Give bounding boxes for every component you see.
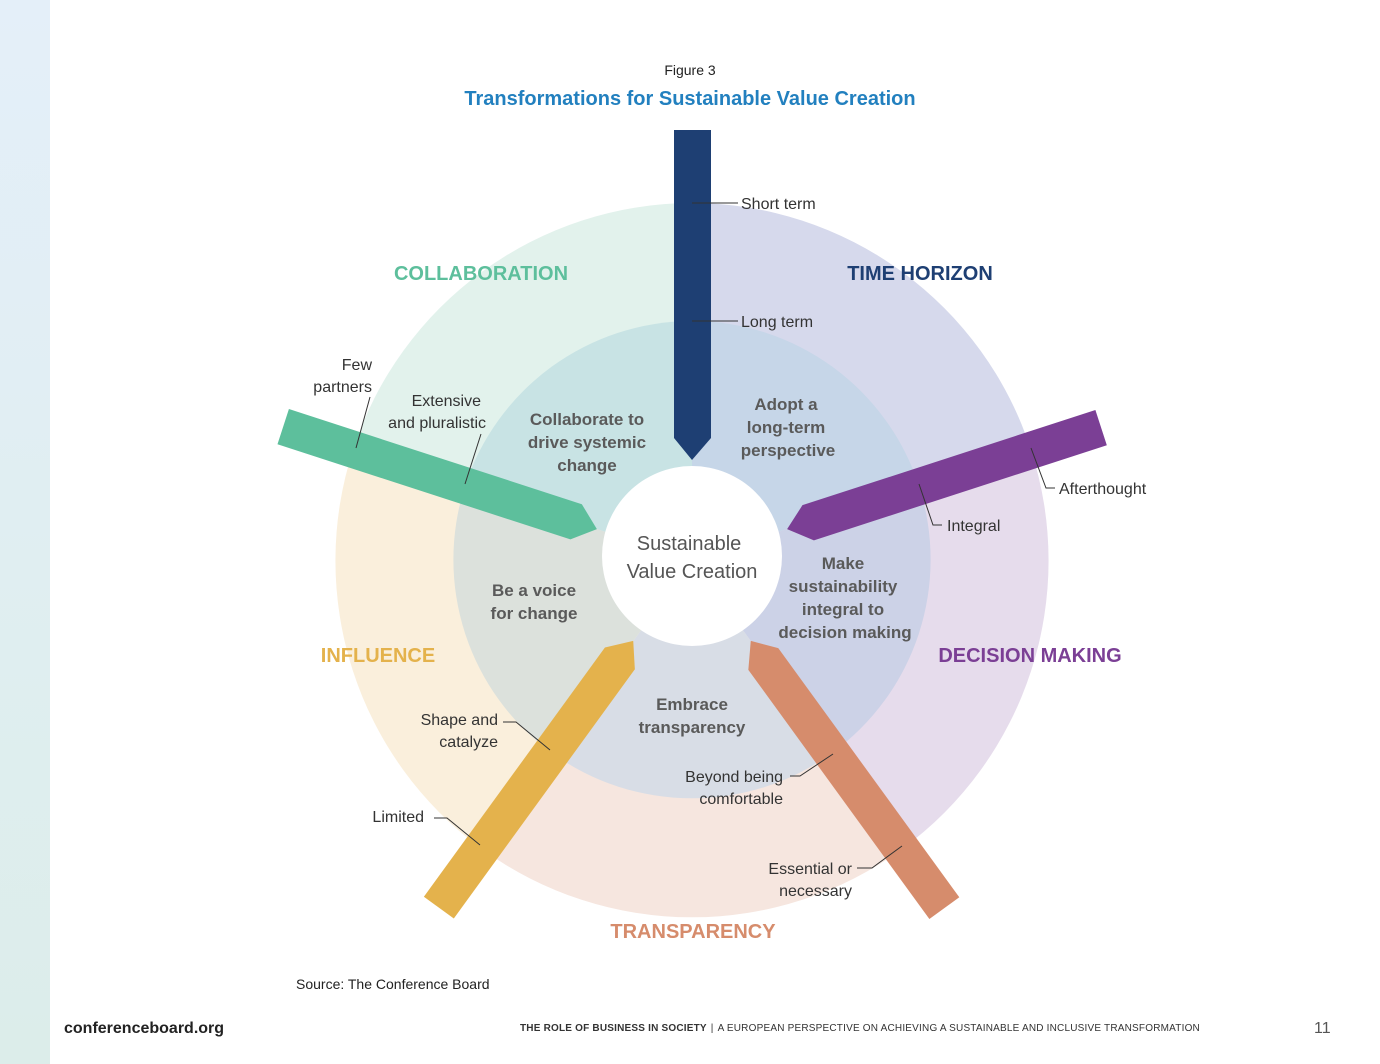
inner-text-collaboration-1: Collaborate to <box>530 410 644 429</box>
center-label-line-2: Value Creation <box>627 561 758 583</box>
inner-text-decision-making-2: sustainability <box>789 577 898 596</box>
segment-name-decision-making: DECISION MAKING <box>938 645 1121 667</box>
label-essential-2: necessary <box>779 883 852 900</box>
center-label-line-1: Sustainable <box>637 533 742 555</box>
footer-running-title: THE ROLE OF BUSINESS IN SOCIETY|A EUROPE… <box>520 1023 1200 1034</box>
inner-text-time-horizon-1: Adopt a <box>754 395 818 414</box>
inner-text-decision-making-4: decision making <box>778 623 911 642</box>
label-integral: Integral <box>947 518 1000 535</box>
label-shape-2: catalyze <box>439 734 498 751</box>
label-short-term: Short term <box>741 196 816 213</box>
source-note: Source: The Conference Board <box>296 976 490 992</box>
label-beyond-1: Beyond being <box>685 769 783 786</box>
label-extensive-1: Extensive <box>412 393 481 410</box>
segment-name-time-horizon: TIME HORIZON <box>847 263 993 285</box>
footer-doc-subtitle: A EUROPEAN PERSPECTIVE ON ACHIEVING A SU… <box>717 1023 1200 1034</box>
figure-title: Transformations for Sustainable Value Cr… <box>464 88 916 110</box>
leader-few-partners <box>355 396 371 449</box>
figure-label: Figure 3 <box>664 62 716 78</box>
footer-separator: | <box>710 1023 714 1034</box>
center-circle <box>602 466 782 646</box>
segment-name-transparency: TRANSPARENCY <box>610 921 776 943</box>
leader-limited <box>434 817 481 846</box>
segment-name-influence: INFLUENCE <box>321 645 435 667</box>
leader-integral <box>918 483 942 526</box>
side-color-strip <box>0 0 50 1064</box>
leader-shape <box>503 721 551 751</box>
leader-essential <box>857 845 903 869</box>
decision-making-arrow <box>787 410 1107 541</box>
inner-text-collaboration-2: drive systemic <box>528 433 646 452</box>
footer-site-link[interactable]: conferenceboard.org <box>64 1020 225 1037</box>
label-extensive-2: and pluralistic <box>388 415 486 432</box>
label-afterthought: Afterthought <box>1059 481 1147 498</box>
label-limited: Limited <box>372 809 424 826</box>
transparency-arrow <box>748 640 960 920</box>
inner-segment-transparency <box>552 560 832 799</box>
label-long-term: Long term <box>741 314 813 331</box>
label-beyond-2: comfortable <box>699 791 783 808</box>
inner-text-collaboration-3: change <box>557 456 617 475</box>
segment-name-collaboration: COLLABORATION <box>394 263 568 285</box>
inner-text-time-horizon-2: long-term <box>747 418 825 437</box>
label-essential-1: Essential or <box>768 861 852 878</box>
inner-text-decision-making-1: Make <box>822 554 865 573</box>
leader-beyond <box>790 753 834 777</box>
inner-text-time-horizon-3: perspective <box>741 441 836 460</box>
influence-arrow <box>423 640 635 919</box>
label-few-1: Few <box>342 357 373 374</box>
time-horizon-arrow <box>674 130 711 460</box>
inner-text-decision-making-3: integral to <box>802 600 884 619</box>
footer-doc-title: THE ROLE OF BUSINESS IN SOCIETY <box>520 1023 707 1034</box>
label-few-2: partners <box>313 379 372 396</box>
page-number: 11 <box>1314 1020 1331 1037</box>
leader-extensive <box>464 433 482 485</box>
inner-text-transparency-2: transparency <box>639 718 746 737</box>
leader-afterthought <box>1030 447 1055 489</box>
label-shape-1: Shape and <box>421 712 498 729</box>
inner-text-transparency-1: Embrace <box>656 695 728 714</box>
inner-text-influence-2: for change <box>491 604 578 623</box>
inner-text-influence-1: Be a voice <box>492 581 576 600</box>
